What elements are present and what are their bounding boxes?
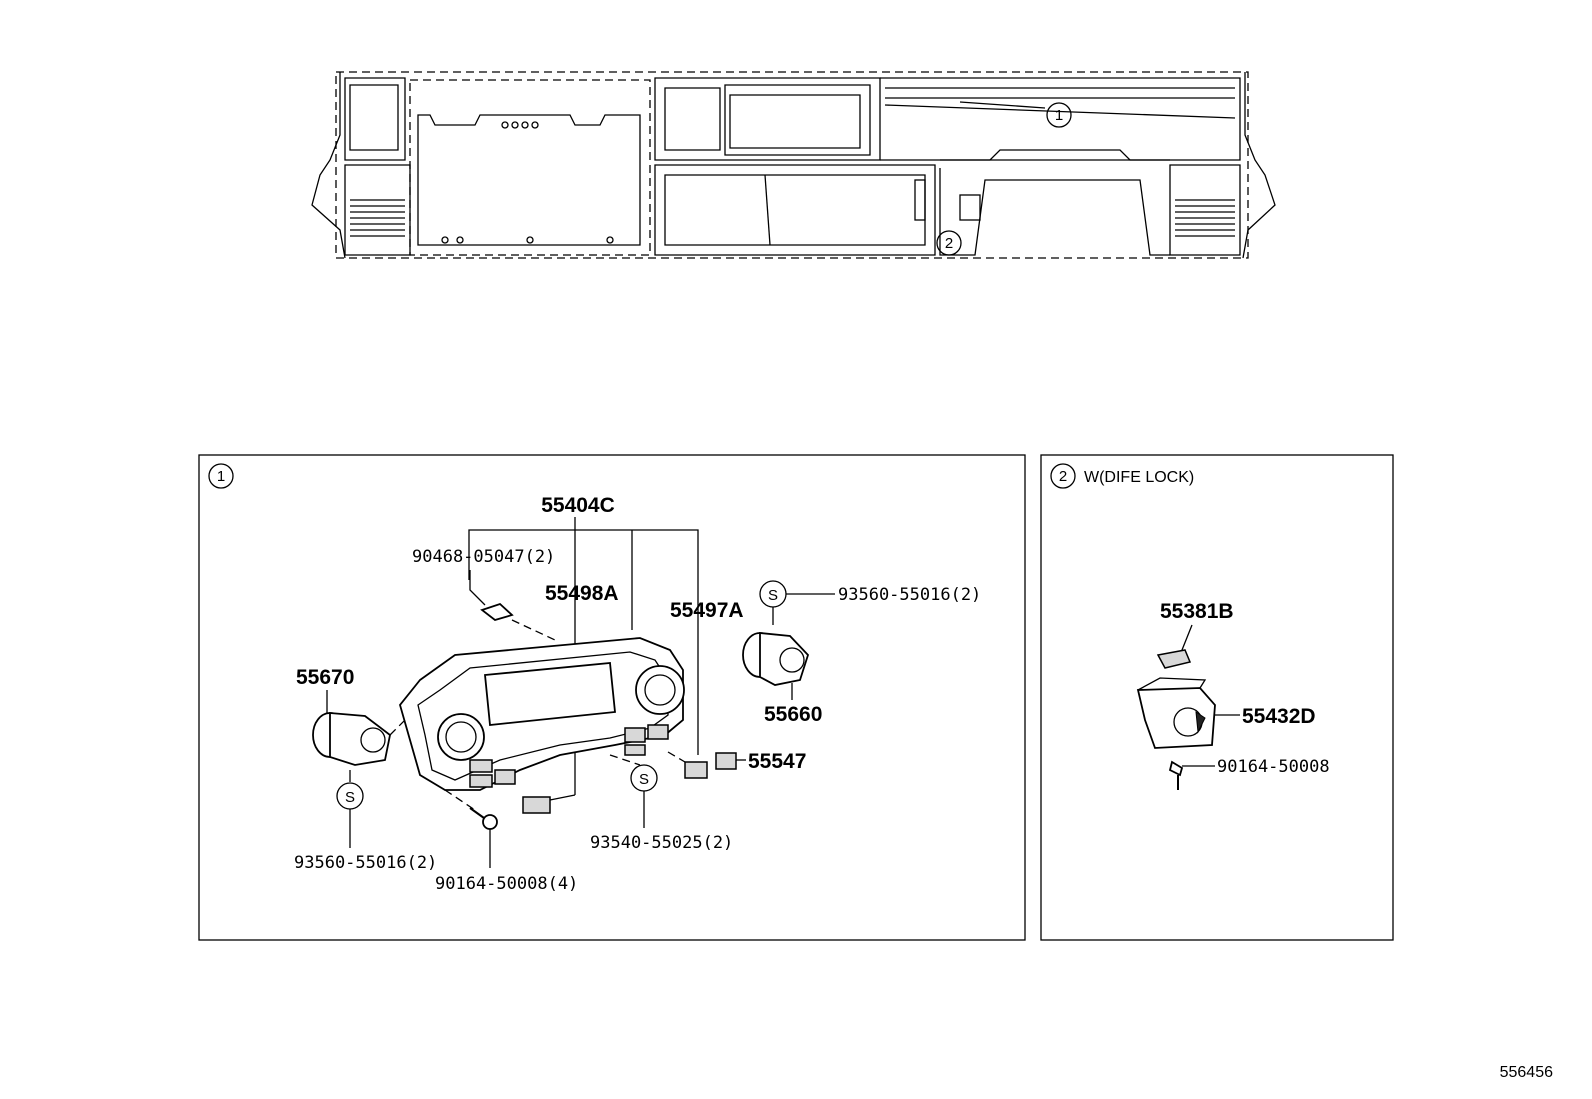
part-55381B: 55381B <box>1160 600 1234 623</box>
screw-icon-panel-2 <box>1168 760 1184 790</box>
part-93560-55016-bottom: 93560-55016(2) <box>294 853 437 873</box>
block-55547-b <box>715 752 737 770</box>
callout-1-circle <box>1046 102 1072 128</box>
block-55547-a <box>684 761 708 779</box>
part-55498A-piece <box>522 796 551 814</box>
panel-2-title: W(DIFE LOCK) <box>1084 469 1194 486</box>
panel-1-index: 1 <box>217 468 225 485</box>
panel-2-index: 2 <box>1059 468 1067 485</box>
detail-panel-2: 2 W(DIFE LOCK) 55381B 55432D 90164-50008 <box>1040 454 1394 941</box>
panel-2-frame <box>1040 454 1394 941</box>
part-90164-50008-panel-2: 90164-50008 <box>1217 757 1330 777</box>
part-55432D: 55432D <box>1242 705 1316 728</box>
part-55670: 55670 <box>296 666 354 689</box>
screw-icon <box>469 807 498 830</box>
switch-55660 <box>742 632 810 686</box>
panel-2-index-circle <box>1050 463 1076 489</box>
panel-1-frame <box>198 454 1026 941</box>
part-55498A: 55498A <box>545 582 619 605</box>
s-mark-bottom-center-label: S <box>639 771 649 788</box>
part-55497A: 55497A <box>670 599 744 622</box>
s-mark-top-label: S <box>768 587 778 604</box>
callout-2-label: 2 <box>945 235 953 252</box>
part-90468-05047: 90468-05047(2) <box>412 547 555 567</box>
s-mark-bottom-left-label: S <box>345 789 355 806</box>
switch-55670 <box>312 712 391 766</box>
instrument-panel-overview: 1 2 <box>311 71 1276 259</box>
cluster-finish-panel <box>399 637 685 791</box>
callout-2-circle <box>936 230 962 256</box>
panel-1-index-circle <box>208 463 234 489</box>
detail-panel-1: 1 55404C 90468-05047(2) 55498A 55497A <box>198 454 1026 941</box>
part-90164-50008-4: 90164-50008(4) <box>435 874 578 894</box>
callout-1-label: 1 <box>1055 107 1063 124</box>
figure-number: 556456 <box>1500 1064 1553 1081</box>
clip-part <box>480 602 514 621</box>
part-55404C: 55404C <box>541 494 615 517</box>
switch-bezel-55432D <box>1136 677 1216 749</box>
part-93540-55025: 93540-55025(2) <box>590 833 733 853</box>
part-55660: 55660 <box>764 703 822 726</box>
part-93560-55016-top: 93560-55016(2) <box>838 585 981 605</box>
part-55381B-piece <box>1156 649 1192 669</box>
part-55547: 55547 <box>748 750 806 773</box>
